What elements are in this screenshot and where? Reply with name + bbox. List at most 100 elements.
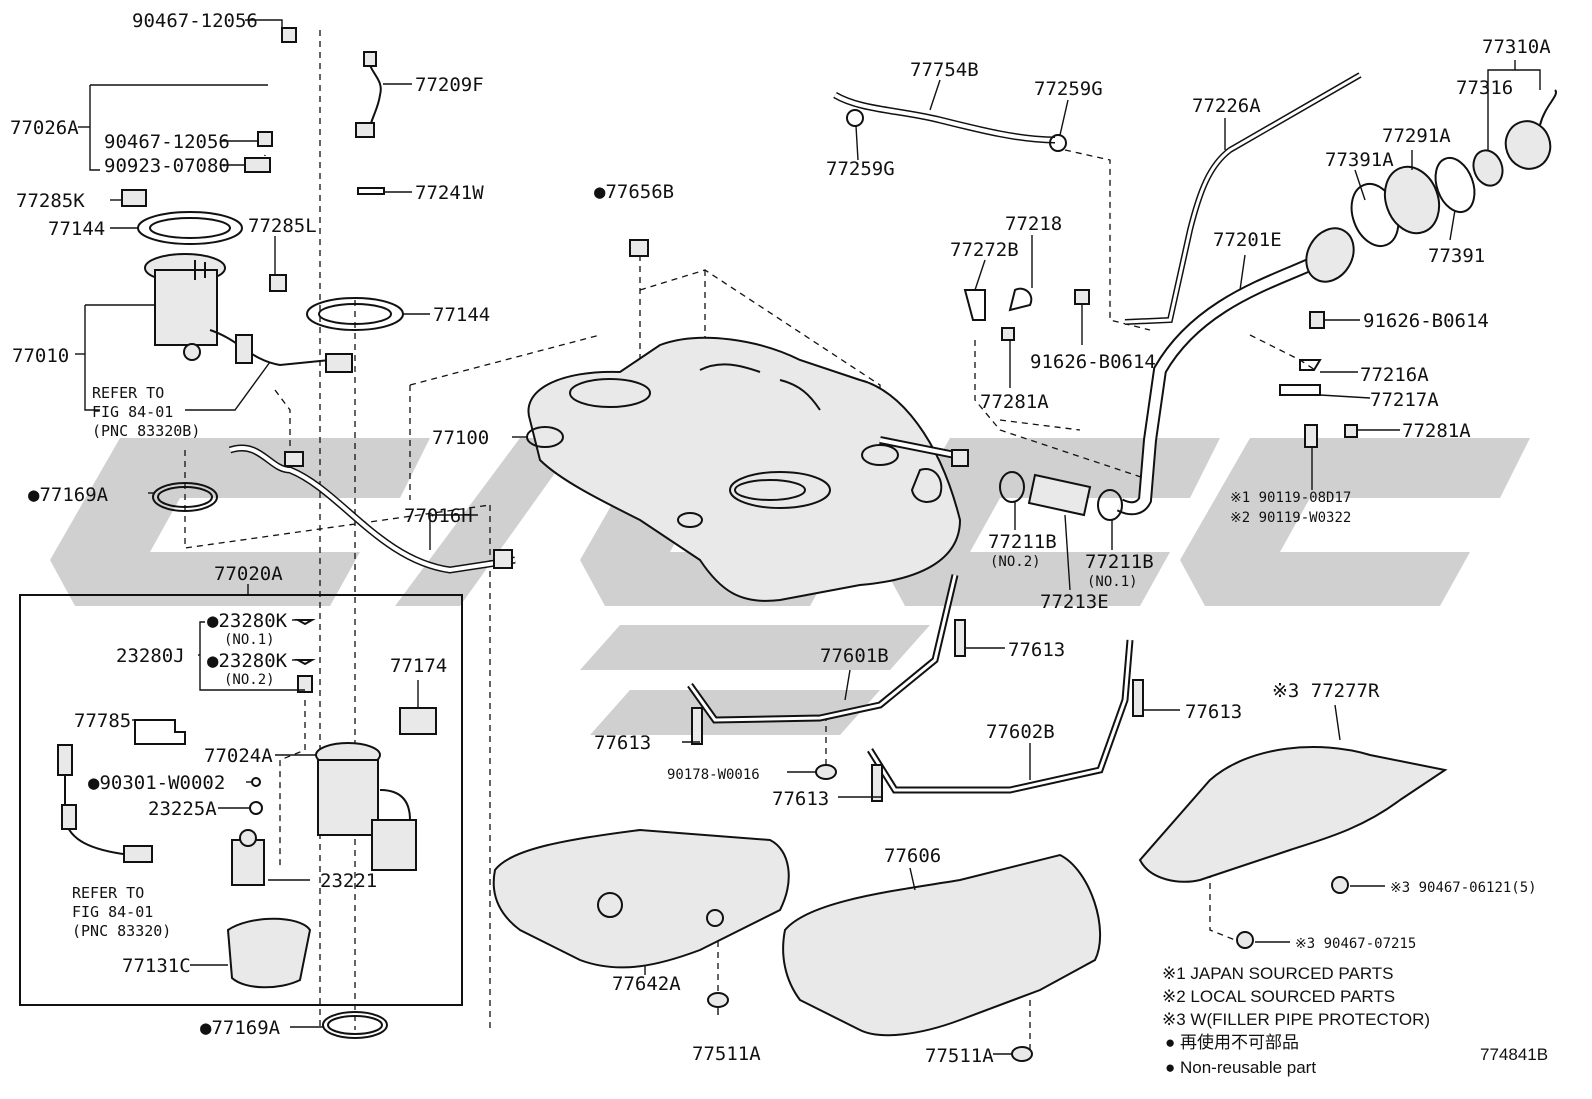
clip-77281A-right	[1344, 424, 1358, 438]
fuel-cap-77310A	[1504, 120, 1552, 170]
ref1-line3: (PNC 83320B)	[92, 422, 200, 440]
gasket-77169A-top	[152, 482, 218, 512]
label-77211B-no1: 77211B	[1085, 551, 1154, 573]
label-91626-B0614-mid: 91626-B0614	[1030, 351, 1156, 373]
clip-77511A-right	[1011, 1046, 1033, 1062]
ref2-line1: REFER TO	[72, 884, 144, 902]
label-23280K-2: ●23280K	[207, 650, 288, 672]
label-77010: 77010	[12, 345, 69, 367]
label-77613-d: 77613	[772, 788, 829, 810]
ref2-line2: FIG 84-01	[72, 903, 153, 921]
housing-77291A	[1383, 165, 1441, 235]
nut-90178	[815, 764, 837, 780]
label-77020A: 77020A	[214, 563, 283, 585]
label-77601B: 77601B	[820, 645, 889, 667]
clamp-77211B-no1	[1097, 489, 1123, 521]
legend: ※1 JAPAN SOURCED PARTS ※2 LOCAL SOURCED …	[1162, 964, 1430, 1077]
label-77024A: 77024A	[204, 745, 273, 767]
label-77209F: 77209F	[415, 74, 484, 96]
bracket-77272B	[963, 289, 986, 321]
ring-23225A	[249, 801, 263, 815]
label-23280K-1: ●23280K	[207, 610, 288, 632]
label-23280K-1-no: (NO.1)	[224, 632, 275, 648]
clip-77511A-left	[707, 992, 729, 1008]
label-77026A: 77026A	[10, 117, 79, 139]
hose-77754B	[833, 91, 1056, 144]
label-77241W: 77241W	[415, 182, 484, 204]
clamp-77259G-top	[1049, 134, 1067, 152]
clip-77785	[134, 719, 186, 745]
label-77169A-top: ●77169A	[28, 484, 109, 506]
label-77656B: ●77656B	[594, 181, 674, 203]
strap-77602B	[867, 639, 1134, 794]
label-23221: 23221	[320, 870, 377, 892]
pump-23221	[231, 839, 265, 886]
label-77211B-no2-sub: (NO.2)	[990, 554, 1041, 570]
ref1-line2: FIG 84-01	[92, 403, 173, 421]
ref2-line3: (PNC 83320)	[72, 922, 171, 940]
label-77281A-mid: 77281A	[980, 391, 1049, 413]
label-77218: 77218	[1005, 213, 1062, 235]
label-77642A: 77642A	[612, 973, 681, 995]
label-90301-W0002: ●90301-W0002	[88, 772, 225, 794]
label-77213E: 77213E	[1040, 591, 1109, 613]
label-77613-b: 77613	[594, 732, 651, 754]
clip-77281A-mid	[1001, 327, 1015, 341]
label-77310A: 77310A	[1482, 36, 1551, 58]
label-77174: 77174	[390, 655, 447, 677]
label-77285K: 77285K	[16, 190, 85, 212]
label-23225A: 23225A	[148, 798, 217, 820]
label-77291A: 77291A	[1382, 125, 1451, 147]
label-77602B: 77602B	[986, 721, 1055, 743]
legend-note-1: ※1 JAPAN SOURCED PARTS	[1162, 964, 1394, 983]
legend-note-5: ● Non-reusable part	[1165, 1058, 1316, 1077]
label-77511A-left: 77511A	[692, 1043, 761, 1065]
watermark	[50, 438, 1530, 735]
legend-note-3: ※3 W(FILLER PIPE PROTECTOR)	[1162, 1010, 1430, 1029]
plug-77656B	[629, 239, 649, 257]
label-77259G-left: 77259G	[826, 158, 895, 180]
label-77613-a: 77613	[1008, 639, 1065, 661]
oring-23280K-2	[294, 659, 316, 666]
label-77201E: 77201E	[1213, 229, 1282, 251]
label-77613-c: 77613	[1185, 701, 1242, 723]
label-90119-W0322: ※2 90119-W0322	[1230, 510, 1351, 526]
clip-77285K	[121, 189, 147, 207]
hose-77213E	[1027, 473, 1092, 517]
label-77285L: 77285L	[248, 215, 317, 237]
harness-77209F	[367, 59, 382, 131]
clip-90467-06121	[1331, 876, 1349, 894]
label-90119-08D17: ※1 90119-08D17	[1230, 490, 1351, 506]
label-77754B: 77754B	[910, 59, 979, 81]
label-77100: 77100	[432, 427, 489, 449]
leader-lines	[75, 19, 1541, 1055]
fuel-tank-77100	[526, 336, 969, 602]
bolt-77613-c	[1132, 679, 1144, 717]
label-90467-06121: ※3 90467-06121(5)	[1390, 880, 1537, 896]
part-labels: 90467-12056 77026A 90467-12056 90923-070…	[10, 10, 1551, 1067]
label-77316: 77316	[1456, 77, 1513, 99]
label-77211B-no2: 77211B	[988, 531, 1057, 553]
label-90923-07080: 90923-07080	[104, 155, 230, 177]
legend-note-4: ● 再使用不可部品	[1165, 1032, 1299, 1052]
label-90178-W0016: 90178-W0016	[667, 767, 760, 783]
label-77391A: 77391A	[1325, 149, 1394, 171]
protector-77642A	[492, 828, 790, 969]
bracket-77174	[399, 707, 437, 735]
label-77785: 77785	[74, 710, 131, 732]
pump-assembly-77024A	[231, 742, 417, 886]
lock-ring-77144-left	[137, 211, 243, 245]
connector-90923	[244, 157, 271, 173]
label-77391: 77391	[1428, 245, 1485, 267]
bolt-91626-right	[1309, 311, 1325, 329]
legend-note-2: ※2 LOCAL SOURCED PARTS	[1162, 987, 1395, 1006]
bolt-91626-mid	[1074, 289, 1090, 305]
bolt-77613-d	[871, 764, 883, 802]
label-77259G-top: 77259G	[1034, 78, 1103, 100]
label-23280K-2-no: (NO.2)	[224, 672, 275, 688]
clip-90467-07215	[1236, 931, 1254, 949]
pump-module-77010	[144, 253, 353, 373]
filter-77131C	[226, 917, 312, 989]
label-77016H: 77016H	[404, 505, 473, 527]
